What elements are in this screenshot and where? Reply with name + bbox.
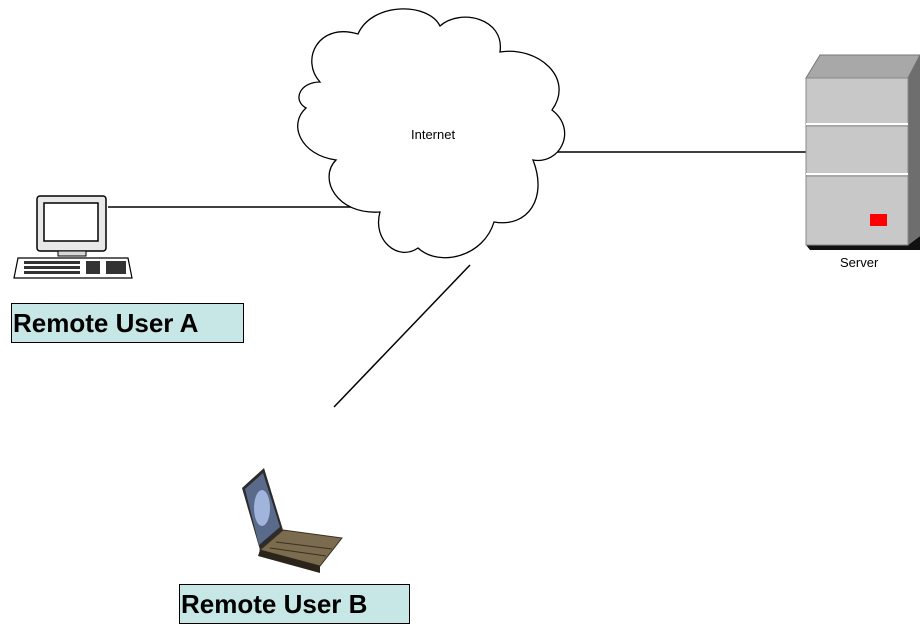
remote-user-b-label: Remote User B bbox=[179, 584, 410, 624]
link-internet-to-user-b bbox=[333, 264, 471, 408]
laptop-icon bbox=[242, 468, 343, 573]
cloud-icon bbox=[297, 8, 566, 259]
desktop-computer-icon bbox=[13, 195, 133, 279]
server-label: Server bbox=[840, 255, 879, 270]
server-icon bbox=[805, 54, 920, 250]
internet-label: Internet bbox=[411, 127, 456, 142]
remote-user-a-label: Remote User A bbox=[11, 303, 244, 343]
